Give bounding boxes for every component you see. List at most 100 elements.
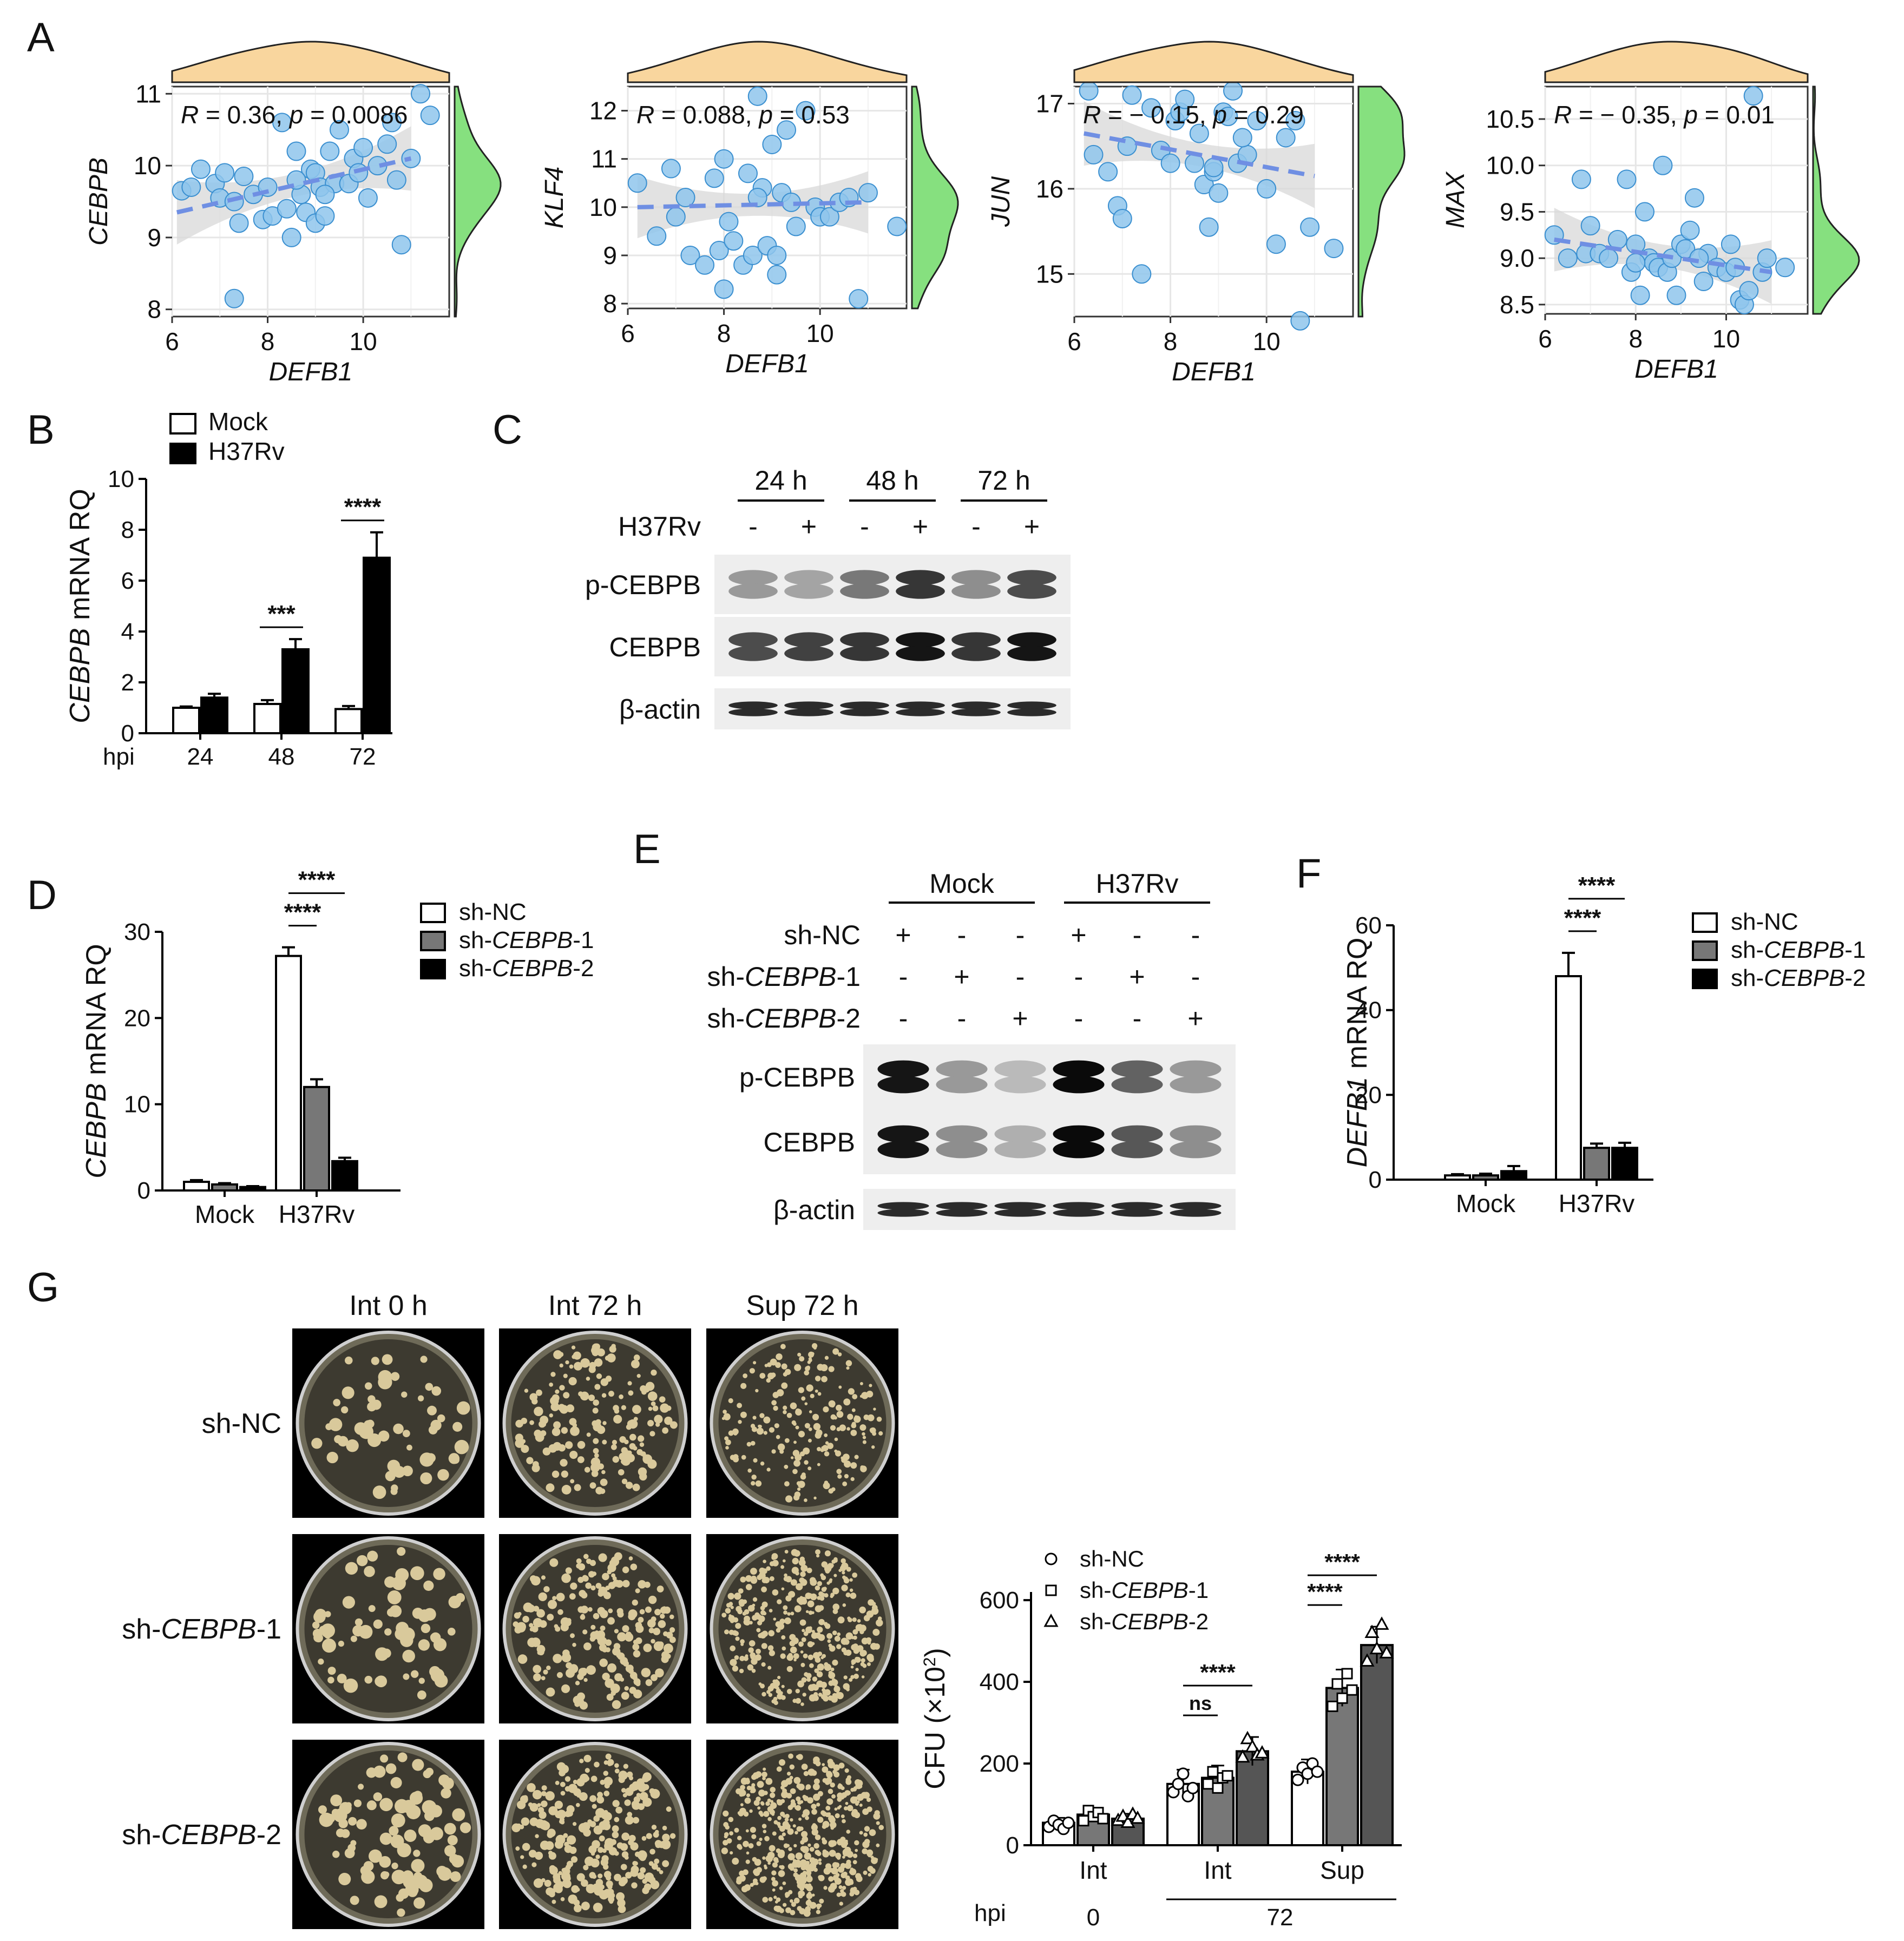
colony (811, 1686, 815, 1689)
colony (781, 1837, 784, 1841)
colony (770, 1792, 776, 1798)
colony (586, 1377, 590, 1381)
colony (353, 1799, 362, 1807)
colony (737, 1403, 742, 1409)
colony (819, 1898, 824, 1904)
correlation-annotation: R = − 0.35, p = 0.01 (1554, 101, 1775, 129)
colony (790, 1646, 797, 1654)
bar-sh-cebpb-1 (211, 1183, 238, 1192)
colony (597, 1607, 606, 1615)
x-tick-label: 10 (350, 327, 377, 356)
colony (543, 1669, 548, 1675)
colony (857, 1645, 864, 1652)
colony (366, 1800, 377, 1811)
colony (789, 1764, 795, 1770)
colony (589, 1482, 596, 1489)
data-point (349, 163, 369, 183)
blot-c-2-band (896, 701, 945, 709)
colony (751, 1658, 758, 1665)
colony (743, 1840, 749, 1847)
colony (842, 1571, 845, 1575)
colony (804, 1460, 809, 1465)
colony (761, 1772, 767, 1778)
colony (632, 1643, 640, 1650)
colony (537, 1803, 541, 1807)
colony (817, 1446, 822, 1451)
colony (807, 1466, 812, 1471)
colony (823, 1867, 831, 1875)
colony (406, 1444, 412, 1451)
colony (788, 1847, 792, 1851)
colony (845, 1360, 852, 1367)
colony (795, 1408, 800, 1414)
colony (828, 1876, 834, 1882)
data-point (1266, 234, 1286, 254)
colony (574, 1484, 581, 1491)
colony (782, 1832, 786, 1837)
correlation-annotation-part: = − 0.35, (1572, 101, 1684, 129)
blot-sign: - (899, 1003, 908, 1034)
colony (866, 1662, 871, 1667)
colony (849, 1891, 855, 1897)
replicate-point (1374, 1616, 1389, 1630)
blot-row-label-part: sh-NC (784, 920, 861, 950)
data-point (286, 141, 306, 161)
correlation-annotation-part: = 0.36, (199, 101, 290, 129)
colony (324, 1611, 331, 1617)
colony (612, 1825, 619, 1832)
colony (808, 1610, 813, 1615)
colony (724, 1834, 728, 1839)
blot-c-0-band (784, 583, 833, 599)
colony (790, 1899, 793, 1903)
colony (850, 1787, 855, 1792)
colony (741, 1885, 749, 1893)
colony (793, 1658, 797, 1662)
colony (417, 1690, 426, 1700)
colony (417, 1395, 424, 1402)
colony (786, 1793, 792, 1799)
colony (771, 1449, 776, 1454)
colony (775, 1621, 782, 1628)
colony (832, 1587, 839, 1595)
colony (628, 1390, 634, 1396)
colony (613, 1643, 621, 1650)
colony (793, 1898, 800, 1904)
colony (364, 1565, 375, 1577)
y-density-curve (454, 85, 502, 318)
colony (821, 1376, 828, 1383)
correlation-annotation-part: = 0.01 (1698, 101, 1775, 129)
colony (563, 1373, 568, 1378)
colony (612, 1439, 618, 1445)
colony (564, 1841, 569, 1847)
colony (804, 1370, 810, 1376)
colony (566, 1404, 575, 1413)
colony (730, 1606, 734, 1609)
colony (726, 1838, 732, 1844)
y-axis-title-part: mRNA RQ (81, 944, 112, 1083)
colony (807, 1641, 813, 1648)
colony (795, 1852, 803, 1860)
colony (565, 1441, 573, 1449)
colony (834, 1437, 838, 1442)
legend-label-part: CEBPB (1111, 1609, 1188, 1634)
blot-row-label-part: -2 (837, 1003, 861, 1034)
colony (811, 1828, 818, 1836)
colony (816, 1910, 820, 1914)
colony (780, 1565, 785, 1569)
y-tick-label: 8 (147, 295, 161, 324)
blot-e-2-band (1111, 1202, 1163, 1210)
colony (425, 1767, 434, 1776)
colony (539, 1811, 547, 1819)
colony (373, 1619, 383, 1629)
colony (527, 1783, 536, 1792)
colony (669, 1833, 676, 1839)
correlation-annotation-part: R (1554, 101, 1572, 129)
regression-line (1554, 237, 1772, 274)
colony (623, 1764, 629, 1769)
colony (624, 1799, 631, 1806)
colony (831, 1679, 838, 1686)
colony (836, 1404, 842, 1411)
colony (838, 1885, 843, 1890)
colony (805, 1899, 812, 1906)
